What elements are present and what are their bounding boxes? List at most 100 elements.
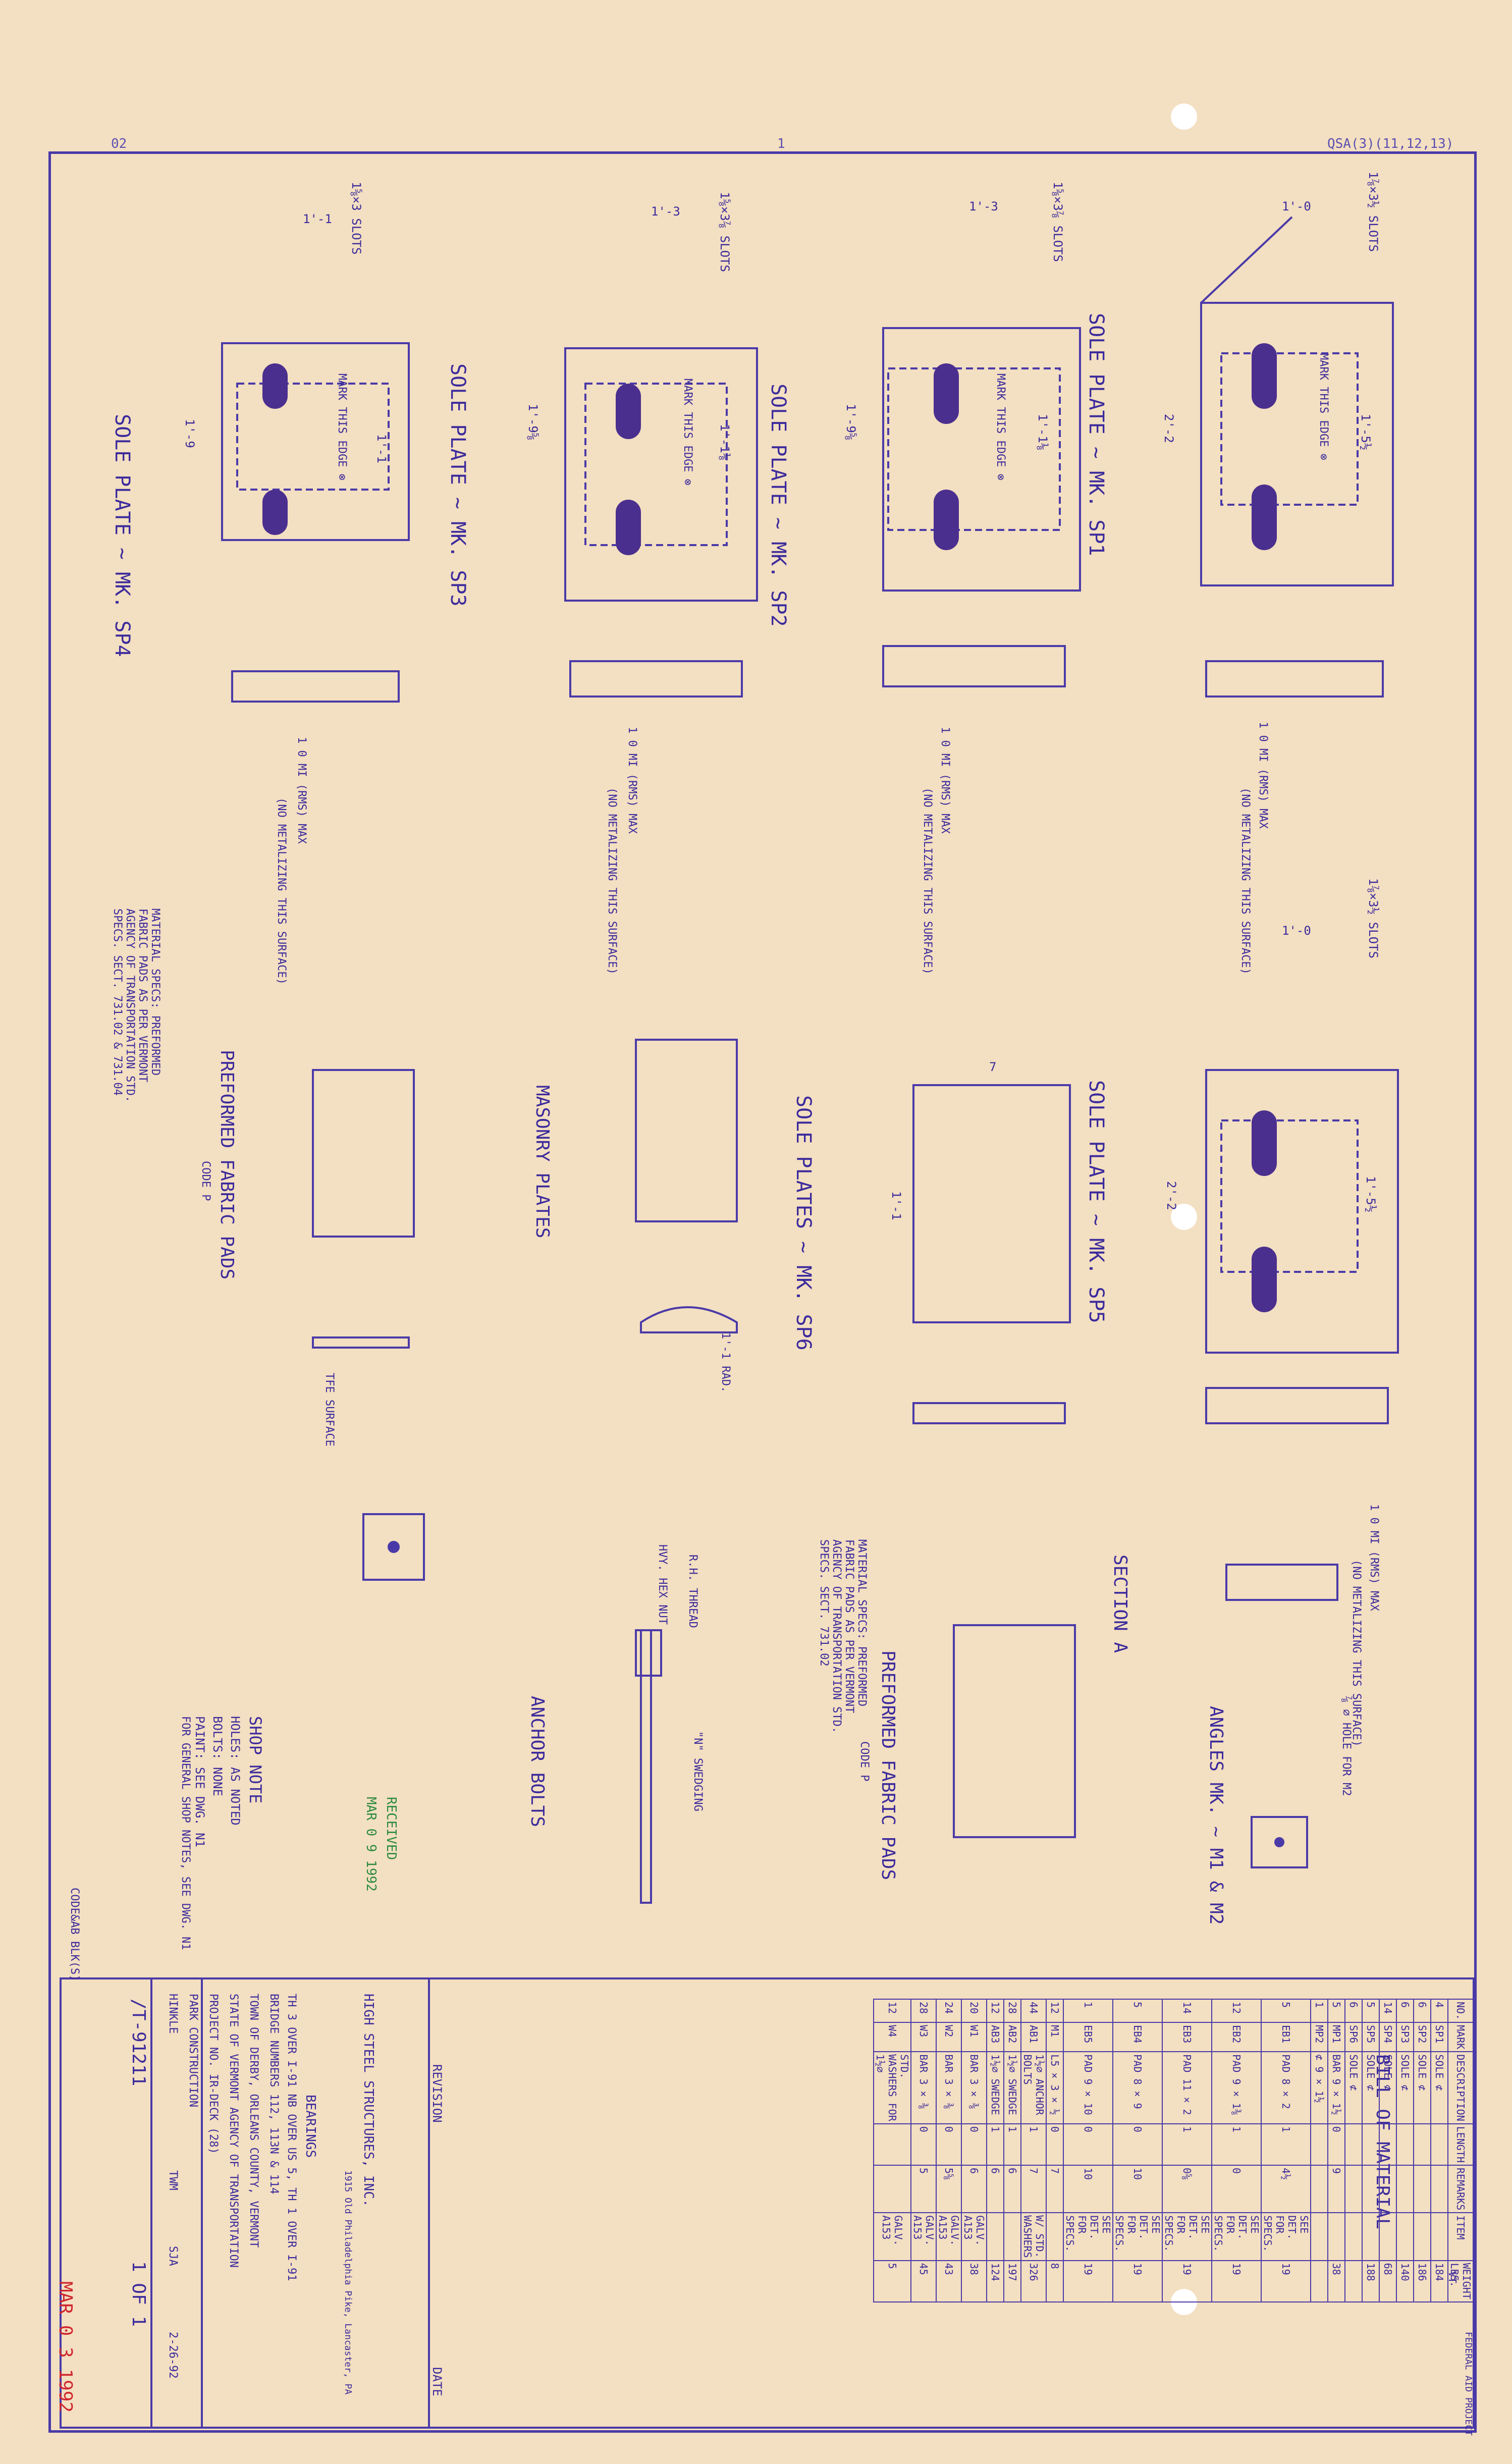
weld-note: 1 0 MI (RMS) MAX — [295, 737, 308, 844]
bom-cell: W4 — [874, 2022, 911, 2052]
bom-cell: 5 — [1113, 1999, 1162, 2023]
sole-plate-title: SOLE PLATE ~ MK. SP3 — [446, 363, 469, 607]
bom-cell: 5 — [1261, 1999, 1311, 2023]
bom-cell: 12 — [1046, 1999, 1063, 2023]
bom-cell: EB1 — [1261, 2022, 1311, 2052]
bom-cell — [1311, 2123, 1328, 2165]
slots-label: 1⅞×3½ SLOTS — [1366, 878, 1380, 958]
bom-cell: 19 — [1261, 2260, 1311, 2302]
bom-cell: 1½∅ ANCHOR BOLTS — [1021, 2052, 1046, 2124]
slots-label: 1⅝×3⅞ SLOTS — [1051, 182, 1065, 262]
bom-cell: SP1 — [1431, 2022, 1448, 2052]
length-dim: 1'-9⅝ — [526, 404, 540, 441]
bom-cell: 38 — [961, 2260, 987, 2302]
bom-cell: SOLE ⊄ — [1379, 2052, 1396, 2124]
bom-cell: 7 — [1021, 2165, 1046, 2213]
punch-hole — [1171, 103, 1197, 130]
section-title: SECTION A — [1110, 1555, 1130, 1653]
bom-cell — [1414, 2213, 1431, 2261]
drawing-number: 1 OF 1 — [128, 2261, 149, 2327]
fabric-pads-code: CODE P — [199, 1161, 212, 1201]
bom-cell — [1345, 2165, 1362, 2213]
bom-cell: 1 — [1212, 2123, 1261, 2165]
date-stamp: MAR 0 3 1992 — [55, 2281, 76, 2413]
bom-cell: 1 — [1261, 2123, 1311, 2165]
revision-label: REVISION — [430, 2064, 444, 2123]
state-code: VT — [1446, 2271, 1459, 2284]
surface-note: (NO METALIZING THIS SURFACE) — [921, 787, 934, 975]
bom-cell: 68 — [1379, 2260, 1396, 2302]
bom-cell: 197 — [1004, 2260, 1021, 2302]
bom-cell: 1 — [1021, 2123, 1046, 2165]
shop-note-general: FOR GENERAL SHOP NOTES, SEE DWG. N1 — [179, 1716, 192, 1950]
federal-aid: FEDERAL AID PROJECT — [1463, 2332, 1474, 2436]
contractor: PARK CONSTRUCTION — [187, 1994, 199, 2108]
bom-cell: SOLE ⊄ — [1431, 2052, 1448, 2124]
bom-cell: 1½∅ SWEDGE — [1004, 2052, 1021, 2124]
bom-cell: SP6 — [1345, 2022, 1362, 2052]
bom-cell — [874, 2165, 911, 2213]
corner-code: 1 — [777, 136, 785, 151]
bom-cell: SOLE ⊄ — [1362, 2052, 1379, 2124]
bom-cell: 1 — [1311, 1999, 1328, 2023]
checked-by: SJA — [167, 2246, 179, 2266]
bom-cell: 9 — [1328, 2165, 1345, 2213]
punch-hole — [1171, 2289, 1197, 2315]
bom-cell — [1362, 2165, 1379, 2213]
bom-cell: 0 — [1113, 2123, 1162, 2165]
bom-header-cell: DESCRIPTION — [1448, 2052, 1473, 2124]
received-date: MAR 0 9 1992 — [363, 1797, 379, 1892]
bom-cell: SEE DET. FOR SPECS. — [1162, 2213, 1212, 2261]
bom-cell: 43 — [936, 2260, 961, 2302]
bom-cell: EB2 — [1212, 2022, 1261, 2052]
bom-cell: 5 — [1328, 1999, 1345, 2023]
bom-cell: ⊄ 9 × 1½ — [1311, 2052, 1328, 2124]
bom-cell: W2 — [936, 2022, 961, 2052]
bom-cell — [1414, 2165, 1431, 2213]
bom-cell: 6 — [1396, 1999, 1414, 2023]
bom-cell: 19 — [1063, 2260, 1113, 2302]
slots-label: 1⅞×3½ SLOTS — [1366, 172, 1380, 252]
bom-cell: M1 — [1046, 2022, 1063, 2052]
bom-cell — [1396, 2213, 1414, 2261]
bom-cell — [1004, 2213, 1021, 2261]
bom-cell: 20 — [961, 1999, 987, 2023]
bom-cell: SP4 — [1379, 2022, 1396, 2052]
bom-cell: 10 — [1113, 2165, 1162, 2213]
sole-plate-title: SOLE PLATE ~ MK. SP4 — [111, 414, 134, 657]
fabric-pads-specs: MATERIAL SPECS: PREFORMED FABRIC PADS AS… — [818, 1539, 868, 1734]
bom-header-cell: LENGTH — [1448, 2123, 1473, 2165]
weld-note: 1 0 MI (RMS) MAX — [626, 727, 638, 834]
bom-cell: PAD 8 × 2 — [1261, 2052, 1311, 2124]
bom-cell: SOLE ⊄ — [1414, 2052, 1431, 2124]
bom-cell — [1311, 2165, 1328, 2213]
bom-header-cell: ITEM — [1448, 2213, 1473, 2261]
bom-cell: PAD 11 × 2 — [1162, 2052, 1212, 2124]
fabric-pads-title: PREFORMED FABRIC PADS — [878, 1650, 898, 1881]
bom-cell: SEE DET. FOR SPECS. — [1261, 2213, 1311, 2261]
sole-plate-title: SOLE PLATE ~ MK. SP5 — [1085, 1080, 1108, 1323]
bom-header-cell: REMARKS — [1448, 2165, 1473, 2213]
shop-note-holes: HOLES: AS NOTED — [228, 1716, 242, 1826]
bom-cell: 4½ — [1261, 2165, 1311, 2213]
bom-cell: 124 — [987, 2260, 1004, 2302]
angles-title: ANGLES MK. ~ M1 & M2 — [1206, 1706, 1226, 1925]
masonry-radius: 1'-1 RAD. — [719, 1332, 732, 1393]
length-dim: 1'-1⅛ — [718, 424, 732, 461]
length-dim: 1'-1⅛ — [1036, 414, 1050, 451]
bom-cell — [1396, 2165, 1414, 2213]
corner-code: 02 — [111, 136, 127, 151]
town: TOWN OF DERBY, ORLEANS COUNTY, VERMONT — [247, 1994, 260, 2248]
bom-cell: 0 — [1046, 2123, 1063, 2165]
edge-mark-label: MARK THIS EDGE ⊗ — [336, 373, 348, 480]
